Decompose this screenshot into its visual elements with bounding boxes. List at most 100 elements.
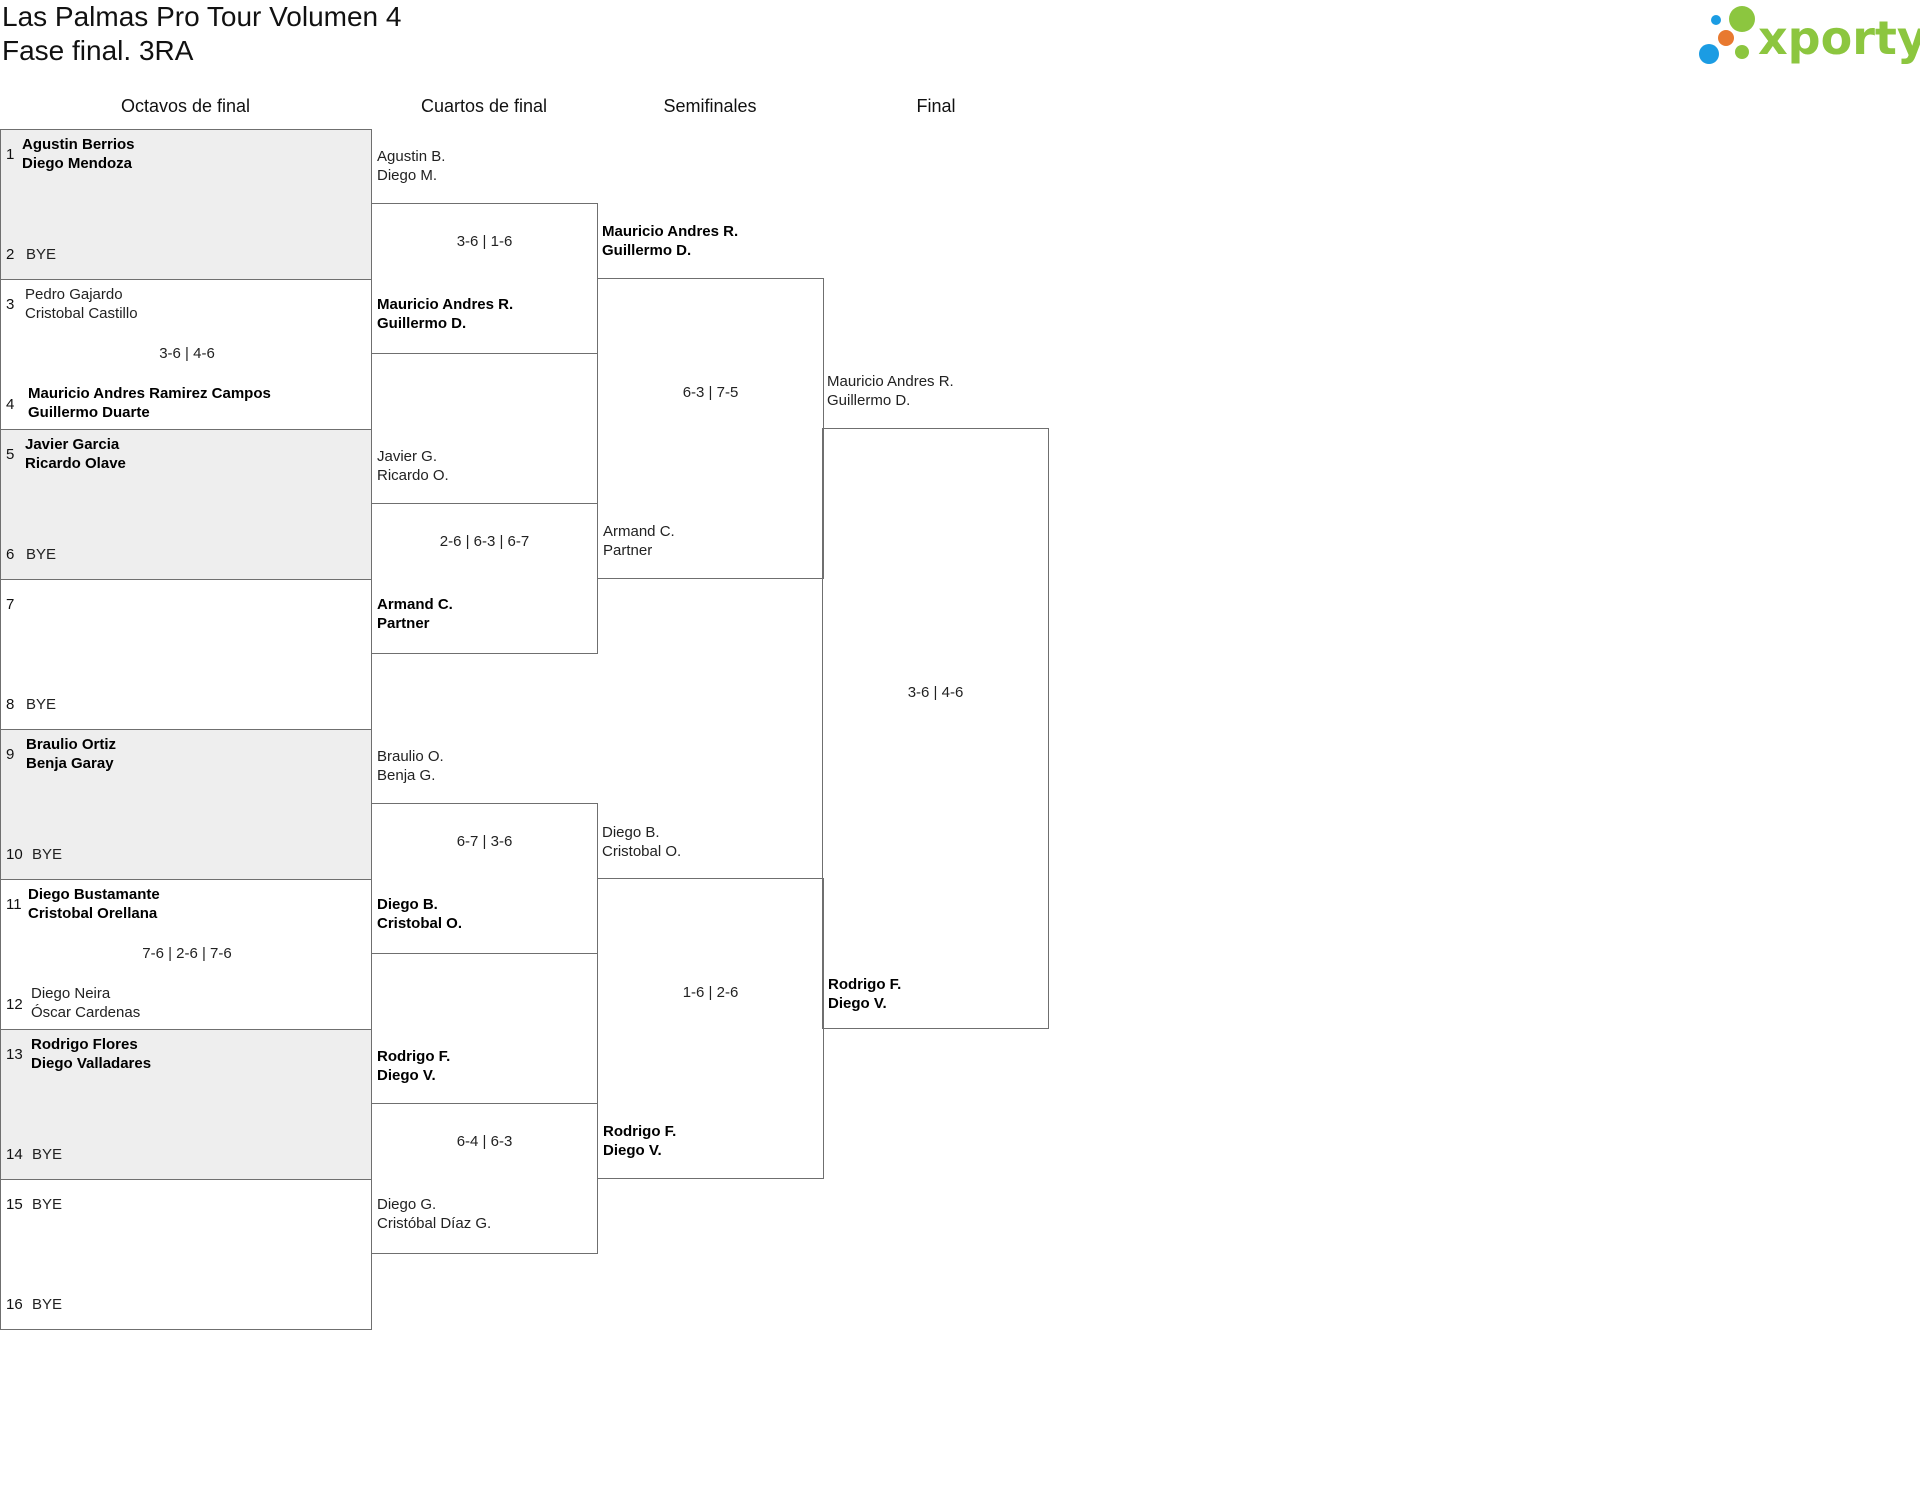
seed-number: 1	[6, 146, 15, 163]
qf1-team-b[interactable]: Mauricio Andres R. Guillermo D.	[377, 295, 513, 333]
seed-number: 8	[6, 696, 15, 713]
r16-match-3[interactable]: 5 Javier Garcia Ricardo Olave 6 BYE	[0, 429, 372, 580]
player-name: Rodrigo Flores	[31, 1036, 138, 1053]
match-score: 7-6 | 2-6 | 7-6	[142, 945, 232, 962]
sf1-team-b[interactable]: Armand C. Partner	[603, 522, 675, 560]
qf-match-2[interactable]: 2-6 | 6-3 | 6-7 Armand C. Partner	[371, 503, 598, 654]
match-score: 1-6 | 2-6	[682, 984, 739, 1001]
player-name: Javier Garcia	[25, 436, 120, 453]
r16-match-2[interactable]: 3 Pedro Gajardo Cristobal Castillo 3-6 |…	[0, 279, 372, 430]
qf2-team-b[interactable]: Armand C. Partner	[377, 595, 453, 633]
player-name: BYE	[26, 246, 57, 263]
qf3-team-b[interactable]: Diego B. Cristobal O.	[377, 895, 462, 933]
player-name: Benja Garay	[26, 755, 114, 772]
seed-number: 13	[6, 1046, 23, 1063]
column-heading-semifinales: Semifinales	[663, 96, 757, 116]
r16-match-6[interactable]: 11 Diego Bustamante Cristobal Orellana 7…	[0, 879, 372, 1030]
r16-match-1[interactable]: 1 Agustin Berrios Diego Mendoza 2 BYE	[0, 129, 372, 280]
team-a[interactable]: Javier Garcia Ricardo Olave	[25, 435, 126, 473]
xporty-logo[interactable]: xporty	[1696, 2, 1920, 72]
player-name: Rodrigo F.	[828, 976, 902, 993]
qf-match-1[interactable]: 3-6 | 1-6 Mauricio Andres R. Guillermo D…	[371, 203, 598, 354]
team-b: BYE	[26, 545, 56, 564]
player-name: Ricardo O.	[377, 467, 449, 484]
column-heading-cuartos: Cuartos de final	[420, 96, 548, 116]
player-name: Partner	[377, 615, 430, 632]
team-a[interactable]: Agustin Berrios Diego Mendoza	[22, 135, 135, 173]
team-a[interactable]: Braulio Ortiz Benja Garay	[26, 735, 116, 773]
player-name: Benja G.	[377, 767, 436, 784]
match-score: 6-4 | 6-3	[456, 1133, 513, 1150]
qf-match-3[interactable]: 6-7 | 3-6 Diego B. Cristobal O.	[371, 803, 598, 954]
sf2-team-a[interactable]: Diego B. Cristobal O.	[602, 823, 681, 861]
logo-wordmark: xporty	[1758, 11, 1920, 65]
r16-match-4[interactable]: 7 8 BYE	[0, 579, 372, 730]
sf2-team-b[interactable]: Rodrigo F. Diego V.	[603, 1122, 676, 1160]
player-name: Diego Mendoza	[22, 155, 133, 172]
player-name: Cristobal Castillo	[25, 305, 138, 322]
player-name: Braulio Ortiz	[26, 736, 117, 753]
final-team-a[interactable]: Mauricio Andres R. Guillermo D.	[827, 372, 954, 410]
team-a[interactable]: Diego Bustamante Cristobal Orellana	[28, 885, 160, 923]
qf-match-4[interactable]: 6-4 | 6-3 Diego G. Cristóbal Díaz G.	[371, 1103, 598, 1254]
player-name: Diego G.	[377, 1196, 437, 1213]
player-name: BYE	[26, 696, 57, 713]
seed-number: 2	[6, 246, 15, 263]
player-name: Agustin B.	[377, 148, 446, 165]
player-name: Guillermo D.	[602, 242, 692, 259]
qf4-team-a[interactable]: Rodrigo F. Diego V.	[377, 1047, 450, 1085]
player-name: Diego V.	[603, 1142, 662, 1159]
team-b[interactable]: Diego Neira Óscar Cardenas	[31, 984, 140, 1022]
player-name: Mauricio Andres R.	[827, 373, 954, 390]
player-name: Diego B.	[602, 824, 660, 841]
seed-number: 11	[6, 896, 22, 913]
seed-number: 7	[6, 596, 15, 613]
team-b: BYE	[26, 245, 56, 264]
qf3-team-a[interactable]: Braulio O. Benja G.	[377, 747, 444, 785]
player-name: Ricardo Olave	[25, 455, 126, 472]
player-name: Mauricio Andres Ramirez Campos	[28, 385, 271, 402]
seed-number: 3	[6, 296, 15, 313]
seed-number: 4	[6, 396, 15, 413]
match-score: 3-6 | 4-6	[159, 345, 215, 362]
player-name: Javier G.	[377, 448, 438, 465]
team-a: BYE	[32, 1195, 62, 1214]
team-b[interactable]: Mauricio Andres Ramirez Campos Guillermo…	[28, 384, 271, 422]
seed-number: 12	[6, 996, 23, 1013]
team-b: BYE	[26, 695, 56, 714]
player-name: Cristobal Orellana	[28, 905, 158, 922]
player-name: Diego V.	[828, 995, 887, 1012]
seed-number: 6	[6, 546, 15, 563]
player-name: Diego Valladares	[31, 1055, 152, 1072]
final-team-b[interactable]: Rodrigo F. Diego V.	[828, 975, 901, 1013]
sf-match-1[interactable]: 6-3 | 7-5 Armand C. Partner	[597, 278, 824, 579]
player-name: BYE	[32, 1196, 63, 1213]
seed-number: 5	[6, 446, 15, 463]
logo-dot-blue-small	[1711, 15, 1721, 25]
player-name: Óscar Cardenas	[31, 1004, 141, 1021]
player-name: Mauricio Andres R.	[602, 223, 739, 240]
qf1-team-a[interactable]: Agustin B. Diego M.	[377, 147, 445, 185]
player-name: Cristóbal Díaz G.	[377, 1215, 492, 1232]
tournament-subtitle: Fase final. 3RA	[2, 35, 194, 66]
r16-match-5[interactable]: 9 Braulio Ortiz Benja Garay 10 BYE	[0, 729, 372, 880]
player-name: Guillermo D.	[827, 392, 911, 409]
seed-number: 16	[6, 1296, 23, 1313]
player-name: Guillermo D.	[377, 315, 467, 332]
seed-number: 14	[6, 1146, 23, 1163]
match-score: 6-3 | 7-5	[682, 384, 739, 401]
team-a[interactable]: Pedro Gajardo Cristobal Castillo	[25, 285, 138, 323]
sf-match-2[interactable]: 1-6 | 2-6 Rodrigo F. Diego V.	[597, 878, 824, 1179]
match-score: 3-6 | 4-6	[907, 684, 964, 701]
player-name: BYE	[32, 846, 63, 863]
final-match[interactable]: 3-6 | 4-6 Rodrigo F. Diego V.	[822, 428, 1049, 1029]
team-a[interactable]: Rodrigo Flores Diego Valladares	[31, 1035, 151, 1073]
player-name: Diego Bustamante	[28, 886, 160, 903]
sf1-team-a[interactable]: Mauricio Andres R. Guillermo D.	[602, 222, 738, 260]
player-name: Guillermo Duarte	[28, 404, 150, 421]
qf2-team-a[interactable]: Javier G. Ricardo O.	[377, 447, 449, 485]
qf4-team-b[interactable]: Diego G. Cristóbal Díaz G.	[377, 1195, 491, 1233]
r16-match-8[interactable]: 15 BYE 16 BYE	[0, 1179, 372, 1330]
r16-match-7[interactable]: 13 Rodrigo Flores Diego Valladares 14 BY…	[0, 1029, 372, 1180]
player-name: BYE	[32, 1146, 63, 1163]
